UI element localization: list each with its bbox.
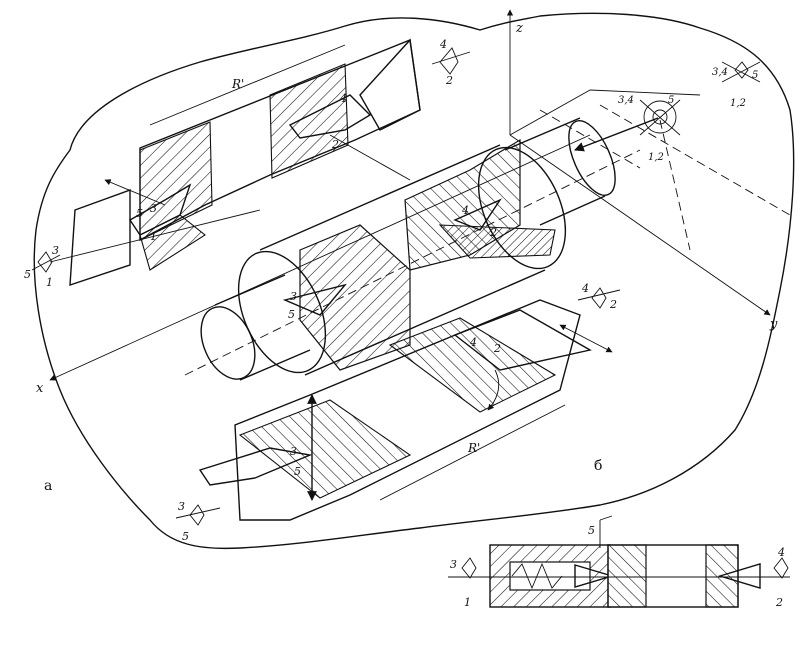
- left-side-label-1: 1: [46, 276, 53, 289]
- center-label-3: 3: [290, 290, 297, 303]
- upper-tool-label-2: 2: [331, 138, 339, 151]
- corner-label-34: 3,4: [712, 67, 728, 78]
- left-tool-body: [129, 183, 192, 236]
- inset-label-3: 3: [450, 558, 457, 571]
- central-cylinder: 4 2 3 5: [184, 117, 641, 381]
- upper-connector: [329, 134, 411, 181]
- left-tool-group: 5 3 1 3 5 1: [24, 179, 261, 289]
- lower-tool-left: [198, 447, 313, 486]
- spindle-arrow: [574, 117, 659, 152]
- lower-plane-hatch-mid: [388, 317, 557, 413]
- top-symbol-label-2: 2: [445, 74, 453, 87]
- upper-plane-hatch-left: [139, 121, 213, 241]
- upper-cut-plane: R' 4 2: [139, 38, 421, 242]
- wall-edge: [509, 89, 591, 136]
- wall-label-12: 1,2: [648, 152, 664, 163]
- right-cone-hatch: [438, 224, 556, 259]
- center-label-2: 2: [489, 226, 497, 239]
- corner-label-12: 1,2: [730, 98, 746, 109]
- dashed-projection: [599, 104, 791, 216]
- left-side-symbol: [31, 251, 61, 273]
- panel-a-label: а: [44, 478, 52, 494]
- inset-label-5: 5: [588, 524, 595, 537]
- y-axis: [509, 134, 771, 316]
- wall-label-34: 3,4: [618, 95, 634, 106]
- inset-label-4: 4: [777, 546, 785, 559]
- panel-b-label: б: [594, 458, 602, 474]
- right-cone: [453, 198, 502, 231]
- left-tool-label-3: 3: [150, 202, 157, 215]
- left-tool-label-1: 1: [150, 230, 157, 243]
- left-tool-hatch: [139, 214, 206, 271]
- right-wall-symbols: 3,4 5 1,2 3,4 5 1,2: [574, 61, 761, 163]
- left-tool-arrow: [104, 179, 166, 206]
- top-tool-symbol: 4 2: [431, 38, 471, 87]
- lower-tool-label-5: 5: [294, 465, 301, 478]
- corner-label-5: 5: [752, 70, 758, 81]
- upper-tool: [288, 94, 372, 139]
- lower-double-arrow: [559, 324, 613, 353]
- boundary-outline: [33, 12, 795, 550]
- lower-tool-label-2: 2: [493, 342, 501, 355]
- top-symbol-label-4: 4: [439, 38, 447, 51]
- inset-section-view: 5 3 1 4 2: [448, 515, 790, 609]
- upper-plane-hatch-right: [269, 63, 349, 179]
- left-side-label-5: 5: [24, 268, 31, 281]
- inset-label-2: 2: [775, 596, 783, 609]
- left-hub: [214, 274, 311, 381]
- dashed-projection-2: [539, 109, 641, 169]
- wall-label-5: 5: [668, 95, 674, 106]
- upper-tool-label-4: 4: [339, 92, 347, 105]
- inset-right-cone: [717, 563, 761, 589]
- lower-cut-plane: R' 4 2 3 5 4 2 3 5: [175, 282, 621, 543]
- axis-z-label: z: [515, 21, 523, 36]
- axis-y-label: y: [769, 317, 778, 332]
- lower-plane-outline: [234, 299, 581, 521]
- wall-edge-2: [589, 89, 701, 96]
- cylinder-axis: [184, 149, 641, 376]
- left-tool-axis: [49, 209, 261, 263]
- left-side-label-3: 3: [52, 244, 59, 257]
- br-symbol-label-4: 4: [581, 282, 589, 295]
- left-tool-label-5: 5: [136, 207, 143, 220]
- left-cone: [282, 283, 347, 316]
- lower-radius-label: R': [467, 441, 480, 455]
- inset-spring: [511, 562, 563, 590]
- center-label-4: 4: [461, 204, 469, 217]
- upper-tool-flat: [359, 38, 421, 131]
- lower-tool-label-3: 3: [290, 445, 297, 458]
- upper-radius-line: [149, 44, 346, 126]
- center-label-5: 5: [288, 308, 295, 321]
- lower-tool-label-4: 4: [469, 336, 477, 349]
- upper-radius-label: R': [231, 77, 244, 91]
- bl-symbol-label-5: 5: [182, 530, 189, 543]
- left-plate: [69, 189, 131, 286]
- dashed-projection-3: [659, 119, 691, 251]
- lower-curved-arrow: [487, 369, 500, 411]
- inset-left-cone: [574, 564, 615, 588]
- axis-x-label: x: [36, 381, 44, 396]
- lower-radius-line: [379, 404, 566, 501]
- bl-symbol-label-3: 3: [178, 500, 185, 513]
- br-symbol-label-2: 2: [609, 298, 617, 311]
- inset-label-1: 1: [464, 596, 471, 609]
- lower-plane-hatch-left: [238, 399, 412, 499]
